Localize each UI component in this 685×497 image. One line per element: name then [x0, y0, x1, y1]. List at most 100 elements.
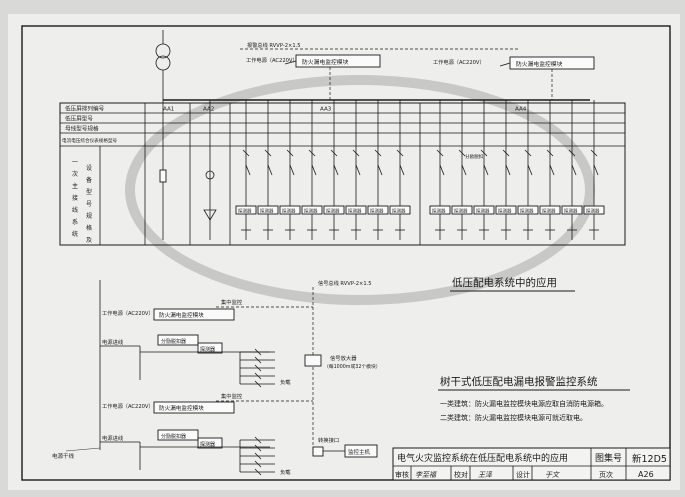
svg-text:统: 统: [72, 230, 78, 238]
breaker-contact: [483, 164, 489, 176]
work-power-2: 工作电源（AC220V）: [102, 402, 154, 410]
load-branches-2: [239, 436, 275, 476]
detector-box: [389, 205, 411, 215]
branch-switch: [254, 460, 262, 468]
svg-text:系: 系: [72, 218, 78, 226]
review-signature: 李至福: [415, 471, 437, 479]
branch-switch: [254, 364, 262, 372]
detector-box: [235, 205, 257, 215]
detector-box: [301, 205, 323, 215]
isolator-mark: [546, 149, 554, 157]
detector-box: [429, 205, 451, 215]
detector-1-label: 探测器: [200, 346, 215, 353]
row-label-meter-spec: 电流电压综合仪表规格型号: [62, 137, 118, 144]
breaker-contact: [439, 164, 445, 176]
isolator-mark: [286, 149, 294, 157]
check-signature: 王泽: [478, 471, 493, 479]
branch-switch: [254, 356, 262, 364]
work-power-label-left: 工作电源（AC220V）: [246, 56, 298, 64]
isolator-mark: [352, 149, 360, 157]
detector-box: [257, 205, 279, 215]
shunt-release-1: [157, 334, 199, 346]
isolator-mark: [502, 149, 510, 157]
surge-arrester: [203, 209, 217, 221]
leakage-module-1-label: 防火漏电监控模块: [159, 311, 204, 319]
detector-label: 探测器: [238, 208, 252, 215]
review-label: 审核: [395, 470, 409, 479]
breaker-contact: [461, 164, 467, 176]
isolator-mark: [436, 149, 444, 157]
detector-box: [473, 205, 495, 215]
detector-label: 探测器: [392, 208, 406, 215]
power-in-1: 电源进线: [102, 338, 124, 346]
concentrator-label-2: 集中监控: [221, 392, 243, 400]
amplifier-label-1: 信号放大器: [330, 354, 357, 362]
work-power-label-right: 工作电源（AC220V）: [433, 58, 485, 66]
branch-switch: [254, 444, 262, 452]
isolator-mark: [242, 149, 250, 157]
svg-text:线: 线: [72, 206, 78, 214]
detector-label: 探测器: [304, 208, 318, 215]
isolator-mark: [396, 149, 404, 157]
atlas-number: 新12D5: [632, 453, 667, 465]
svg-text:主: 主: [72, 182, 78, 190]
isolator-mark: [524, 149, 532, 157]
detector-label: 探测器: [432, 208, 446, 215]
paper: [8, 14, 680, 490]
breaker-contact: [311, 164, 317, 176]
heading-low-voltage: 低压配电系统中的应用: [452, 276, 557, 289]
detector-1: [197, 342, 223, 354]
breaker-contact: [355, 164, 361, 176]
converter-label: 转换接口: [318, 436, 339, 444]
heading-trunk-system: 树干式低压配电漏电报警监控系统: [440, 375, 598, 388]
load-branches-1: [239, 348, 275, 388]
isolator-mark: [458, 149, 466, 157]
detector-label: 探测器: [520, 208, 534, 215]
detector-box: [345, 205, 367, 215]
leakage-module-1: [153, 308, 235, 321]
detector-box: [583, 205, 605, 215]
isolator-mark: [330, 149, 338, 157]
note-1: 一类建筑：防火漏电监控模块电源应取自消防电源箱。: [440, 399, 608, 408]
branch-switch: [254, 348, 262, 356]
leakage-module-right-label: 防火漏电监控模块: [516, 60, 563, 68]
watermark-seal: [125, 75, 595, 305]
breaker-contact: [593, 164, 599, 176]
feeder-circuits: 探测器探测器探测器探测器探测器探测器探测器探测器探测器探测器探测器探测器探测器探…: [159, 100, 605, 240]
isolator-mark: [480, 149, 488, 157]
load-label-2: 负载: [280, 468, 291, 476]
leakage-module-2-label: 防火漏电监控模块: [159, 404, 204, 412]
row-label-busbar-spec: 母线型号规格: [65, 125, 99, 133]
isolator-mark: [264, 149, 272, 157]
detector-label: 探测器: [542, 208, 556, 215]
breaker-contact: [267, 164, 273, 176]
signal-bus-label: 报警总线 RVVP-2×1.5: [247, 41, 301, 49]
concentrator-label-1: 集中监控: [221, 298, 243, 306]
svg-text:规: 规: [86, 212, 92, 220]
incoming-breaker: [159, 169, 167, 183]
svg-text:及: 及: [86, 237, 92, 244]
breaker-contact: [289, 164, 295, 176]
branch-switch: [254, 380, 262, 388]
svg-text:备: 备: [86, 176, 92, 184]
detector-box: [323, 205, 345, 215]
detector-label: 探测器: [370, 208, 384, 215]
branch-switch: [254, 372, 262, 380]
svg-text:接: 接: [72, 194, 78, 202]
trunk-system-diagram: 信号总线 RVVP-2×1.5 电源干线 集中监控 工作电源（AC220V） 防…: [52, 279, 381, 476]
trunk-label: 电源干线: [52, 452, 75, 460]
design-label: 设计: [516, 470, 530, 479]
detector-label: 探测器: [260, 208, 274, 215]
detector-label: 探测器: [586, 208, 600, 215]
detector-label: 探测器: [564, 208, 578, 215]
svg-text:型: 型: [86, 188, 92, 196]
design-signature: 于文: [545, 471, 560, 479]
power-in-2: 电源进线: [102, 434, 124, 442]
svg-text:格: 格: [86, 224, 92, 232]
detector-label: 探测器: [326, 208, 340, 215]
monitoring-host-label: 监控主机: [348, 448, 371, 456]
note-2: 二类建筑：防火漏电监控模块电源可就近取电。: [440, 413, 587, 422]
page-number: A26: [638, 470, 654, 479]
detector-2: [197, 437, 223, 449]
